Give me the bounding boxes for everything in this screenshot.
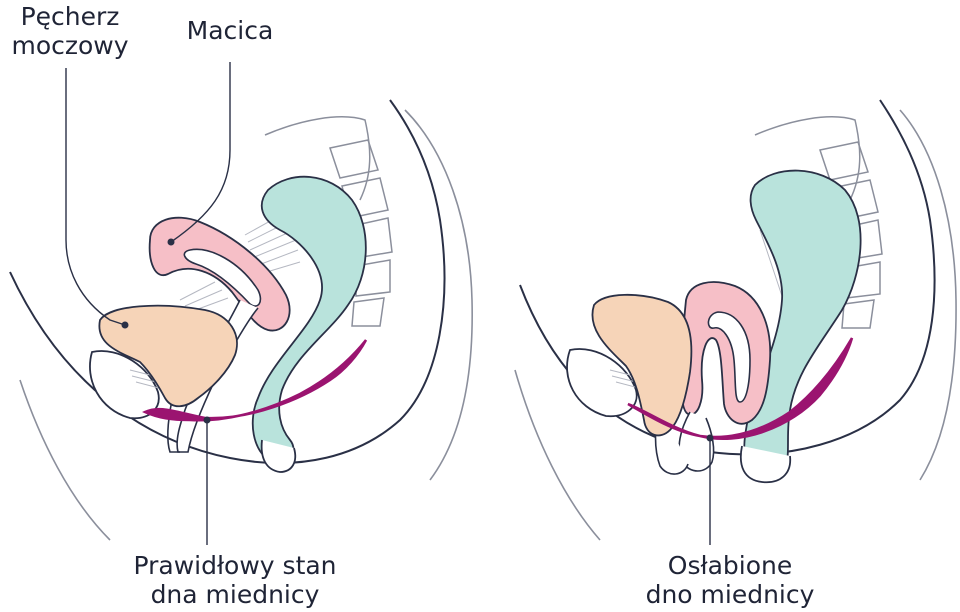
bladder-label-line1: Pęcherz xyxy=(20,2,120,31)
weakened-floor-label: Osłabione dno miednicy xyxy=(620,551,840,609)
weakened-floor-label-line2: dno miednicy xyxy=(645,580,815,609)
normal-floor-label-line1: Prawidłowy stan xyxy=(133,551,337,580)
bladder-label-line2: moczowy xyxy=(11,31,129,60)
right-front-outline xyxy=(514,369,601,541)
bladder-label: Pęcherz moczowy xyxy=(0,2,140,60)
left-urethra xyxy=(167,399,180,453)
normal-floor-label: Prawidłowy stan dna miednicy xyxy=(110,551,360,609)
right-panel-weakened xyxy=(514,99,957,545)
uterus-label: Macica xyxy=(170,16,290,45)
right-back-outline xyxy=(899,109,957,481)
right-body-outline xyxy=(519,99,936,456)
normal-floor-label-line2: dna miednicy xyxy=(150,580,320,609)
left-uterus-leader xyxy=(170,62,231,243)
left-back-outline xyxy=(404,109,473,481)
left-bladder-leader xyxy=(65,68,126,326)
right-vagina xyxy=(678,411,715,472)
left-pelvic-floor xyxy=(142,339,368,422)
uterus-label-text: Macica xyxy=(186,16,274,45)
left-uterus-cavity xyxy=(183,248,262,307)
right-uterus-cavity xyxy=(707,311,751,403)
left-front-outline xyxy=(19,379,111,541)
left-bladder xyxy=(98,304,238,408)
weakened-floor-label-line1: Osłabione xyxy=(667,551,793,580)
right-pubic-bone xyxy=(566,348,638,418)
left-anal-canal xyxy=(260,439,297,473)
left-spine xyxy=(264,116,393,327)
right-pelvic-floor xyxy=(627,337,854,440)
right-spine xyxy=(754,116,883,329)
right-uterus xyxy=(680,281,772,425)
right-anal-canal xyxy=(740,445,792,484)
left-panel-normal xyxy=(9,62,473,545)
